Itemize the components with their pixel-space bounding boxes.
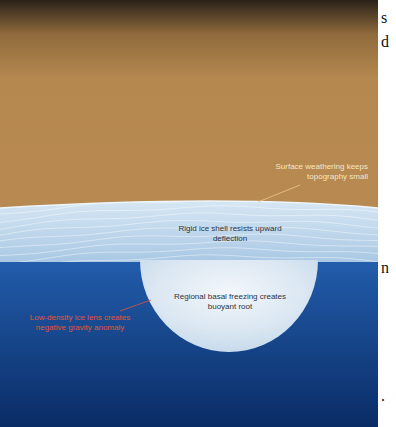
ice-shell [0, 201, 378, 262]
ice-layer-line [0, 255, 378, 272]
ice-layer-line [0, 206, 378, 223]
ice-layer-line [0, 199, 378, 214]
text-fragment: . [381, 386, 395, 405]
ocean [0, 250, 378, 427]
ice-layers [0, 199, 378, 272]
text-fragment: n [381, 258, 395, 277]
callout-label: Low-density ice lens creates negative gr… [18, 313, 142, 332]
ice-surface [0, 201, 378, 208]
ice-layer-line [0, 241, 378, 256]
callout-label: Rigid ice shell resists upward deflectio… [172, 224, 288, 243]
ice-lens [140, 260, 318, 352]
leader-line [258, 185, 300, 202]
text-fragment: d [381, 32, 395, 51]
text-fragment: s [381, 8, 395, 27]
page-margin [378, 0, 396, 427]
callout-label: Regional basal freezing creates buoyant … [172, 292, 288, 311]
callout-label: Surface weathering keeps topography smal… [250, 162, 368, 181]
leader-line [120, 300, 151, 311]
surface-ground [0, 0, 378, 262]
